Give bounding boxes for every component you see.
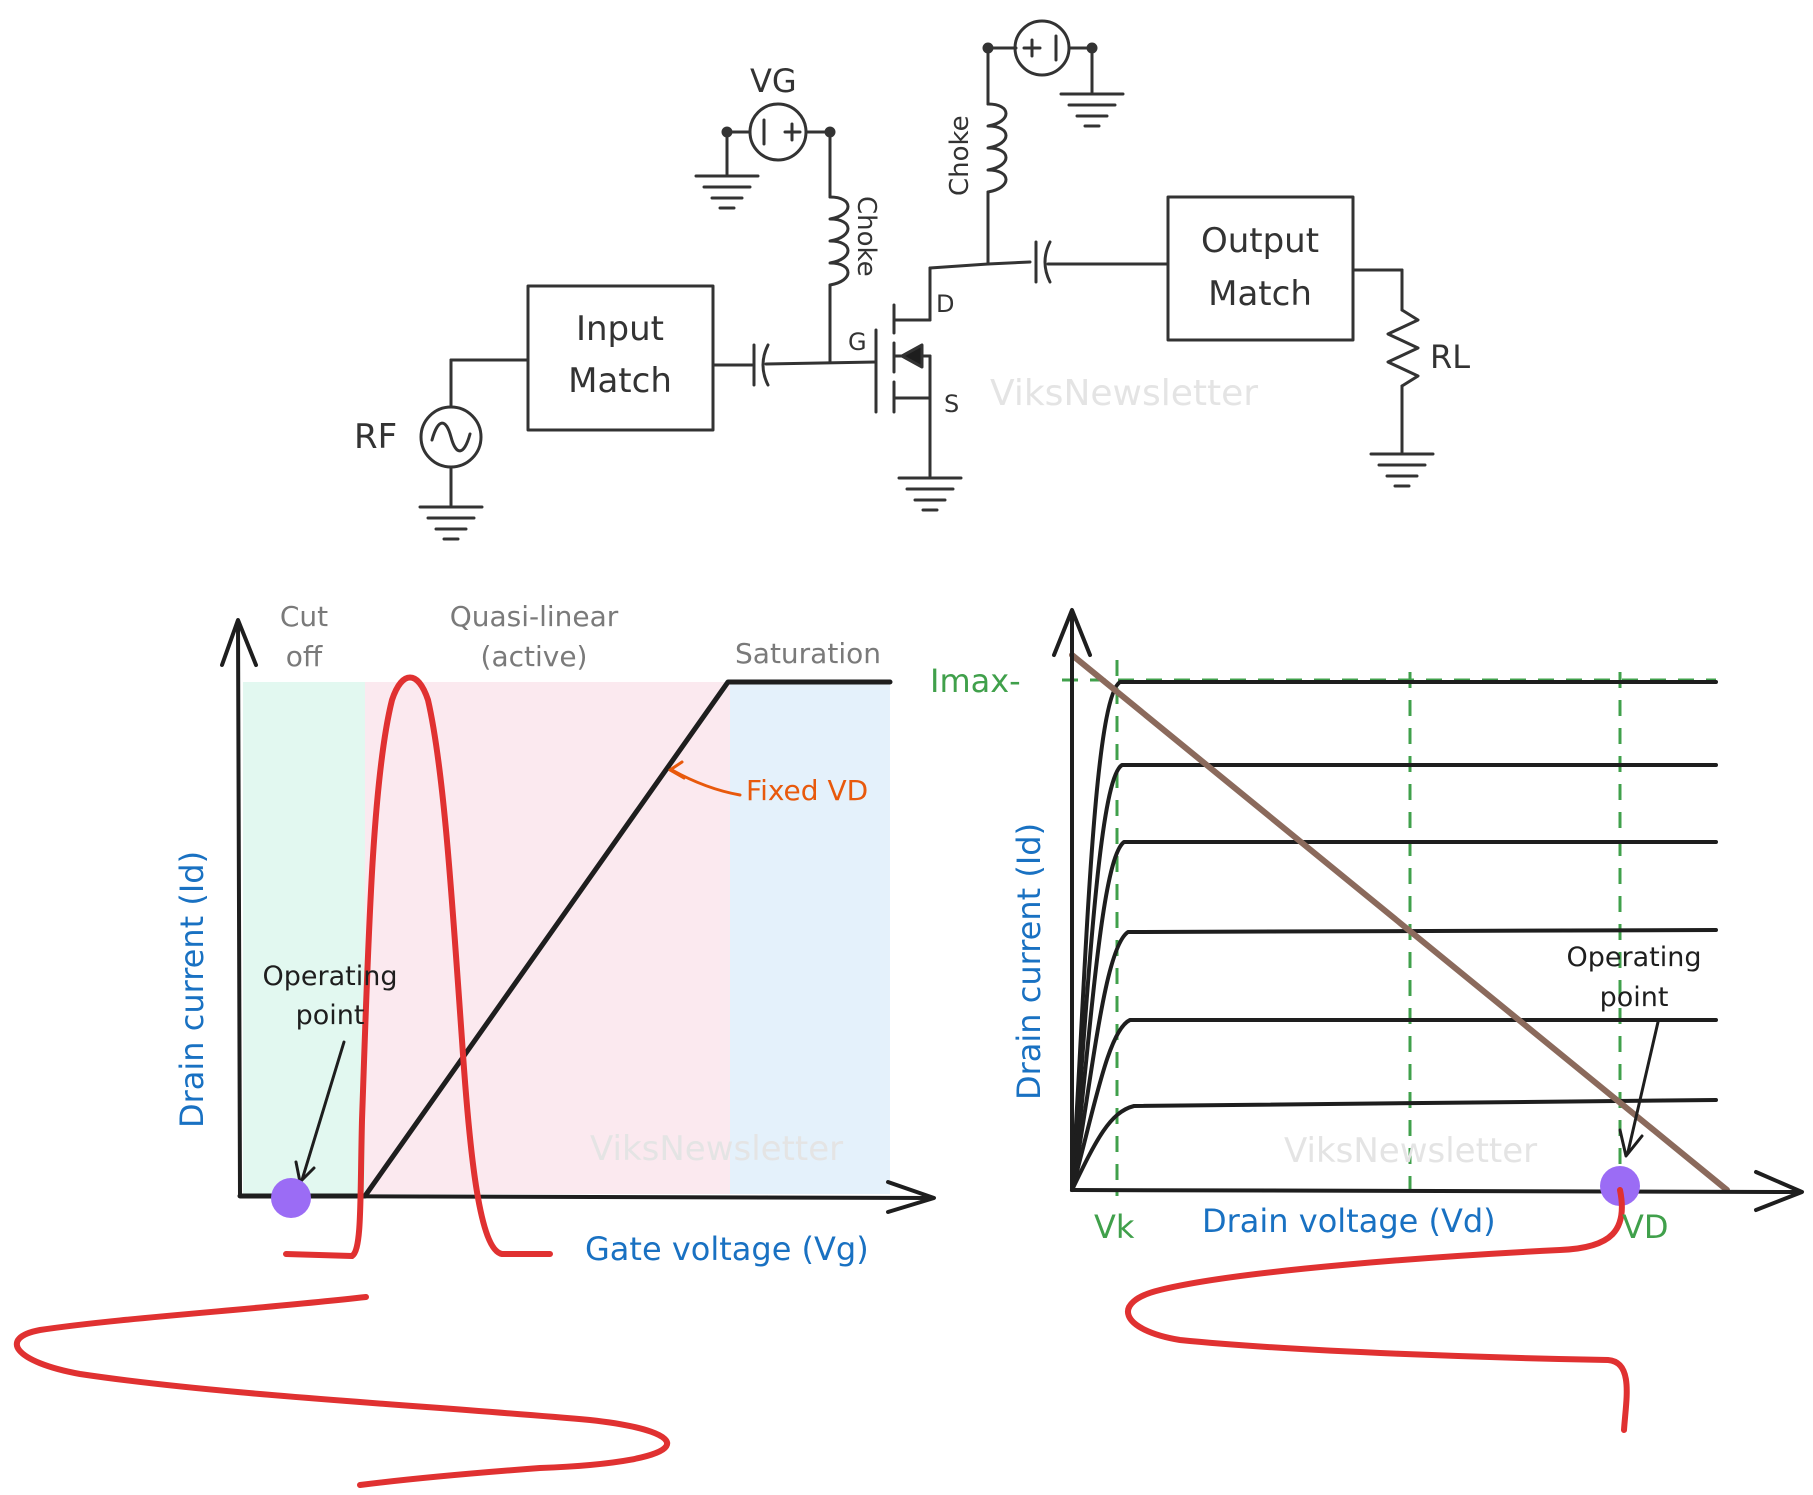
drain-choke-inductor-icon	[986, 102, 1008, 194]
saturation-region	[730, 682, 890, 1194]
linear-label-line2: (active)	[481, 640, 588, 673]
x-axis-arrow-icon	[1754, 1170, 1804, 1212]
op-point-label-line1: Operating	[263, 961, 398, 992]
rf-label: RF	[354, 417, 397, 457]
load-line	[1069, 652, 1730, 1193]
ground-icon	[418, 505, 484, 541]
amplifier-circuit	[418, 19, 1435, 541]
iv-curve-6	[1070, 1098, 1718, 1192]
output-xlabel: Drain voltage (Vd)	[1202, 1202, 1496, 1240]
output-match-label-line1: Output	[1201, 221, 1319, 261]
drain-wire	[928, 262, 990, 270]
mosfet-icon	[874, 266, 932, 478]
output-swing-waveform	[1125, 1187, 1630, 1433]
load-resistor-icon	[1386, 308, 1420, 388]
op-point-pointer	[300, 1040, 346, 1182]
output-current-waveform	[283, 674, 553, 1259]
imax-label: Imax-	[930, 662, 1021, 700]
gate-choke-inductor-icon	[828, 195, 850, 287]
iv-curve-5	[1070, 1018, 1718, 1192]
x-axis	[1070, 1188, 1802, 1194]
y-axis-arrow-icon	[1052, 608, 1092, 657]
transfer-xlabel: Gate voltage (Vg)	[585, 1230, 869, 1268]
iv-curves	[1070, 680, 1718, 1192]
vk-label: Vk	[1094, 1208, 1135, 1246]
transfer-characteristic-plot: Drain current (Id) Gate voltage (Vg) Cut…	[14, 600, 936, 1488]
output-watermark: ViksNewsletter	[1284, 1131, 1537, 1171]
op-point-label-line1: Operating	[1567, 942, 1702, 973]
output-match-label-line2: Match	[1208, 274, 1312, 314]
vd-label: VD	[1622, 1208, 1669, 1246]
op-point-label-line2: point	[1600, 982, 1669, 1013]
ground-icon	[1059, 92, 1125, 128]
op-point-label-line2: point	[296, 1000, 365, 1031]
output-characteristic-plot: Drain current (Id) Drain voltage (Vd) Im…	[930, 608, 1804, 1433]
transfer-ylabel: Drain current (Id)	[173, 851, 211, 1128]
output-match-box	[1166, 195, 1355, 342]
circuit-watermark: ViksNewsletter	[990, 373, 1258, 414]
cutoff-label-line2: off	[286, 640, 323, 673]
ground-icon	[1369, 452, 1435, 488]
input-capacitor-icon	[752, 343, 770, 387]
iv-curve-4	[1070, 928, 1718, 1192]
drain-choke-label: Choke	[945, 115, 975, 196]
linear-label-line1: Quasi-linear	[450, 600, 619, 633]
rf-source	[419, 358, 530, 507]
op-point-arrow-icon	[1618, 1128, 1644, 1158]
fixed-vd-label: Fixed VD	[746, 774, 868, 807]
load-label: RL	[1430, 338, 1470, 376]
input-match-label-line1: Input	[576, 309, 664, 349]
output-ylabel: Drain current (Id)	[1010, 823, 1048, 1100]
y-axis	[236, 620, 242, 1198]
fixed-vd-arrow-icon	[668, 760, 686, 780]
input-voltage-waveform	[14, 1294, 671, 1488]
drain-wire-to-cap	[986, 260, 1032, 266]
input-match-box	[526, 284, 715, 432]
saturation-label: Saturation	[735, 637, 881, 670]
op-point-pointer	[1626, 1020, 1660, 1154]
y-axis-arrow-icon	[220, 618, 258, 667]
input-match-label-line2: Match	[568, 361, 672, 401]
cutoff-label-line1: Cut	[280, 600, 328, 633]
iv-curve-3	[1070, 840, 1718, 1192]
wire-cap-to-gate	[764, 360, 878, 366]
iv-curve-2	[1070, 763, 1718, 1192]
gate-terminal-label: G	[848, 328, 867, 356]
cutoff-region	[243, 682, 365, 1194]
ground-icon	[694, 174, 760, 210]
gate-choke-label: Choke	[851, 196, 881, 277]
output-capacitor-icon	[1034, 240, 1052, 284]
source-terminal-label: S	[944, 390, 959, 418]
operating-point-marker	[271, 1178, 311, 1218]
operating-point-marker	[1600, 1166, 1640, 1206]
sine-icon	[430, 421, 472, 453]
drain-terminal-label: D	[936, 290, 954, 318]
ground-icon	[897, 476, 963, 512]
vg-label: VG	[750, 62, 797, 100]
transfer-watermark: ViksNewsletter	[590, 1129, 843, 1169]
x-axis-arrow-icon	[886, 1180, 936, 1214]
